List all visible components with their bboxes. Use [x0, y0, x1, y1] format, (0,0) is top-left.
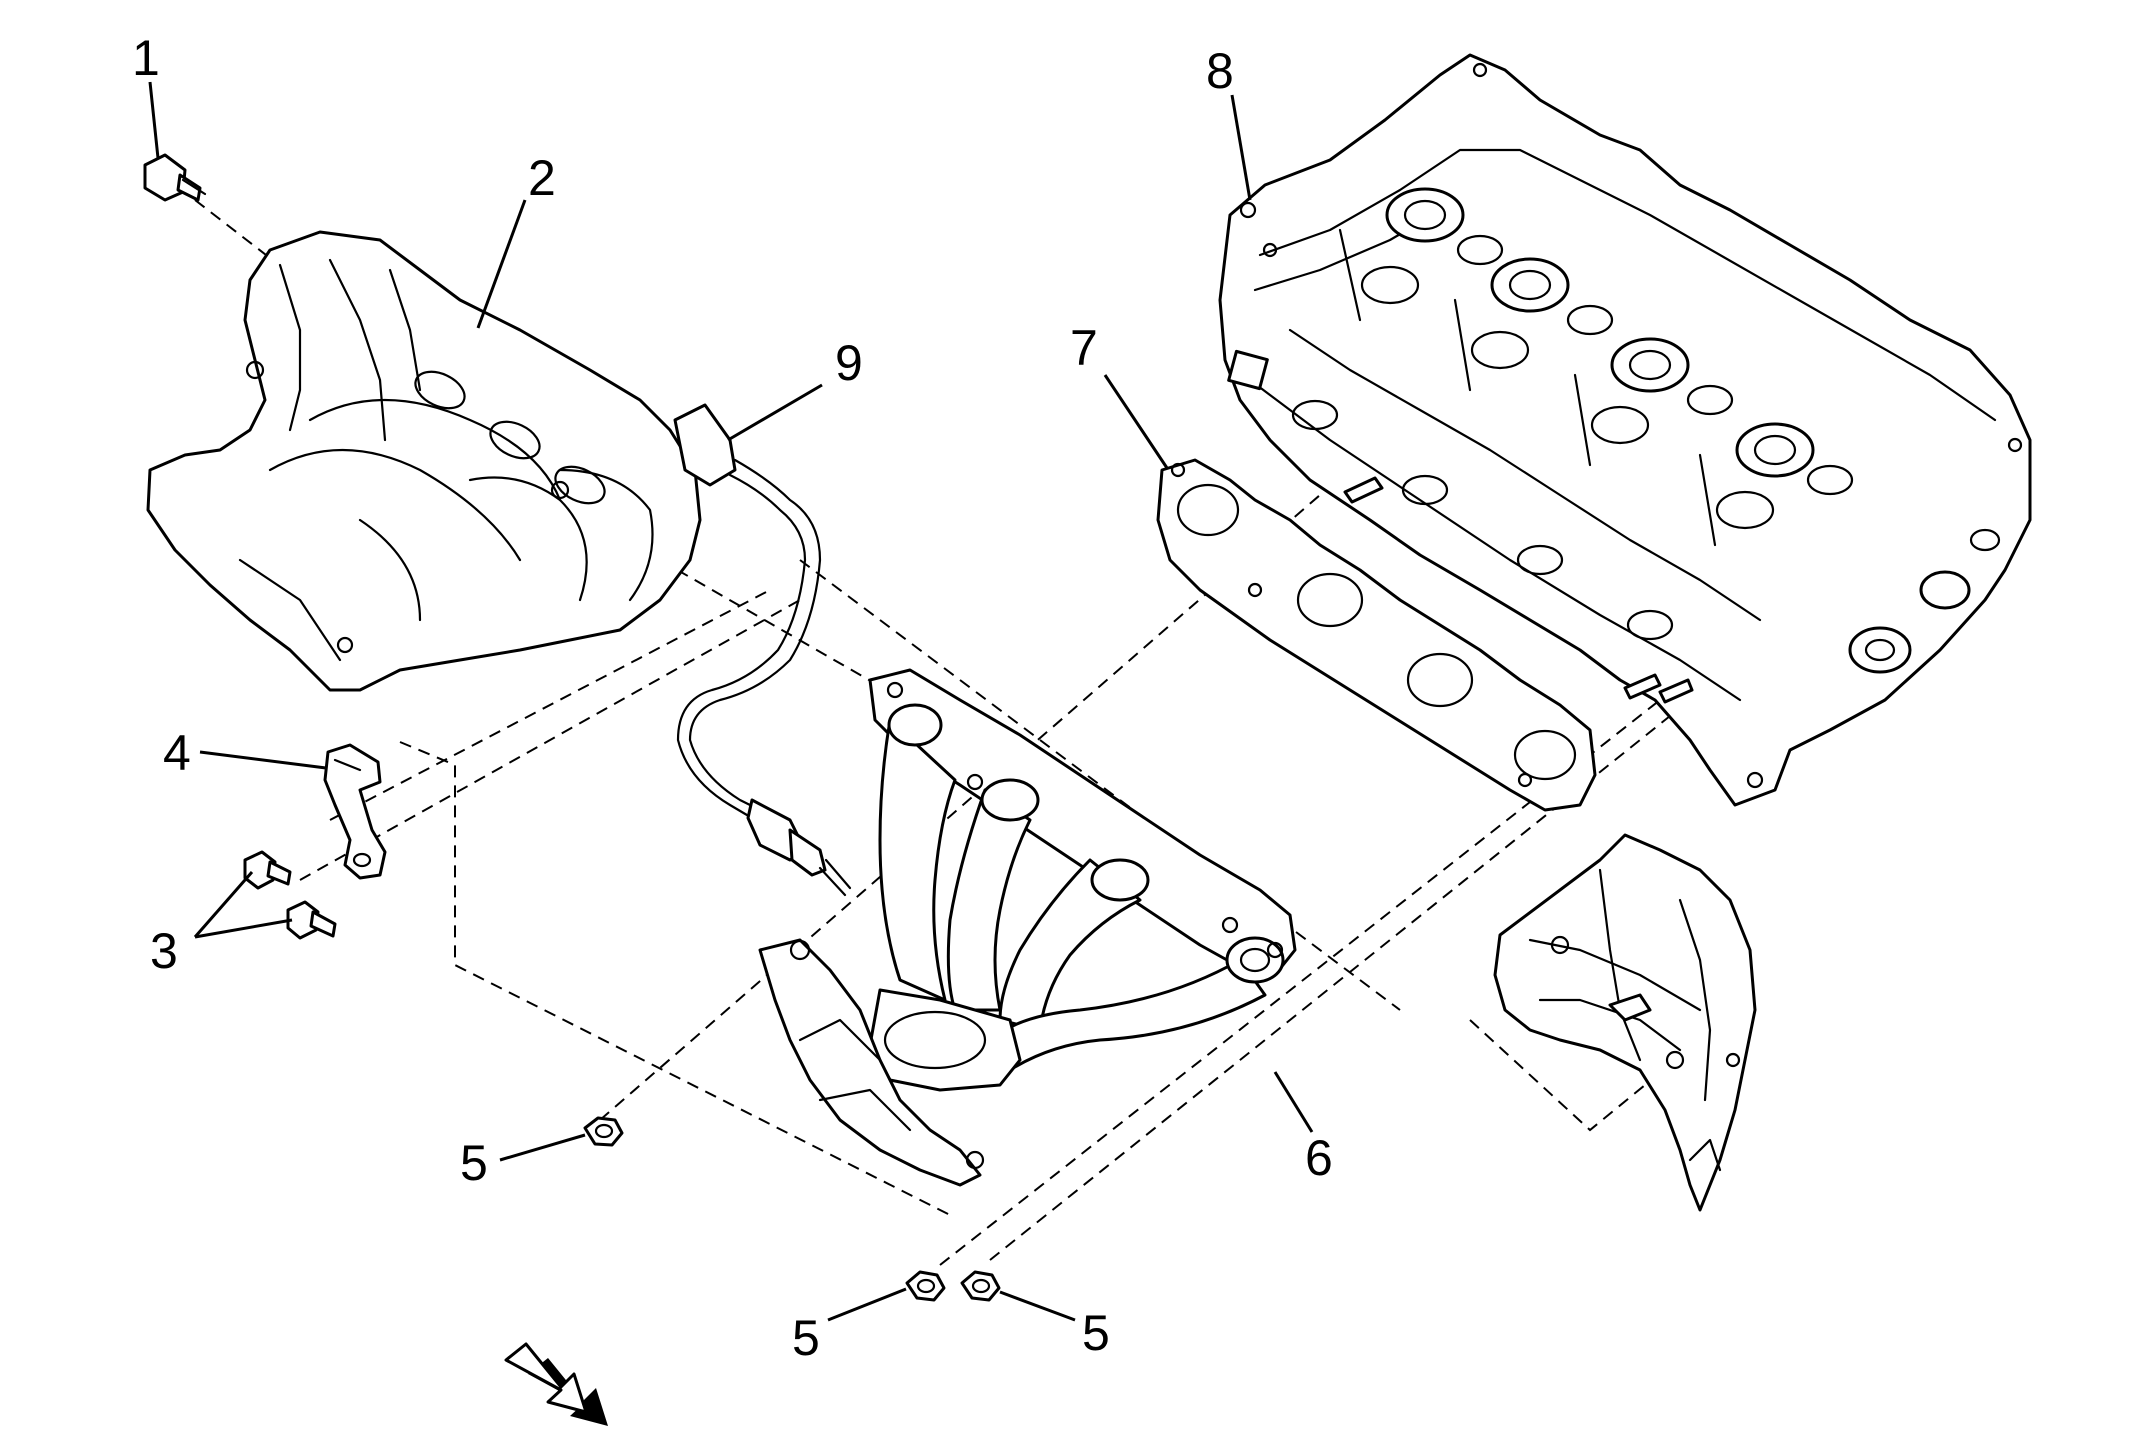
bracket-bolts	[243, 850, 337, 940]
heat-shield-bolt	[143, 153, 207, 202]
callout-5-bottom-right: 5	[1082, 1305, 1110, 1361]
callout-7: 7	[1070, 320, 1098, 376]
exhaust-manifold	[758, 668, 1297, 1187]
leader-lines	[148, 81, 1314, 1322]
callout-6: 6	[1305, 1130, 1333, 1186]
callout-3: 3	[150, 923, 178, 979]
callout-5-left: 5	[460, 1135, 488, 1191]
exhaust-manifold-gasket	[1156, 458, 1597, 812]
manifold-nuts	[583, 1116, 1001, 1302]
callout-5-bottom-left: 5	[792, 1310, 820, 1366]
bracket	[323, 743, 387, 880]
cylinder-head	[1218, 53, 2032, 807]
callout-2: 2	[528, 150, 556, 206]
callout-1: 1	[132, 30, 160, 86]
callout-8: 8	[1206, 43, 1234, 99]
oxygen-sensor	[673, 403, 852, 897]
callout-numbers: 1 2 9 8 7 4 3 5 6 5 5	[132, 30, 1333, 1366]
nut-left	[583, 1116, 624, 1147]
callout-4: 4	[163, 725, 191, 781]
nut-bottom-a	[905, 1270, 946, 1302]
front-direction-arrow-icon	[504, 1342, 608, 1426]
lower-heat-shield	[1493, 833, 1757, 1212]
upper-heat-shield	[146, 230, 702, 692]
nut-bottom-b	[960, 1270, 1001, 1302]
callout-9: 9	[835, 335, 863, 391]
